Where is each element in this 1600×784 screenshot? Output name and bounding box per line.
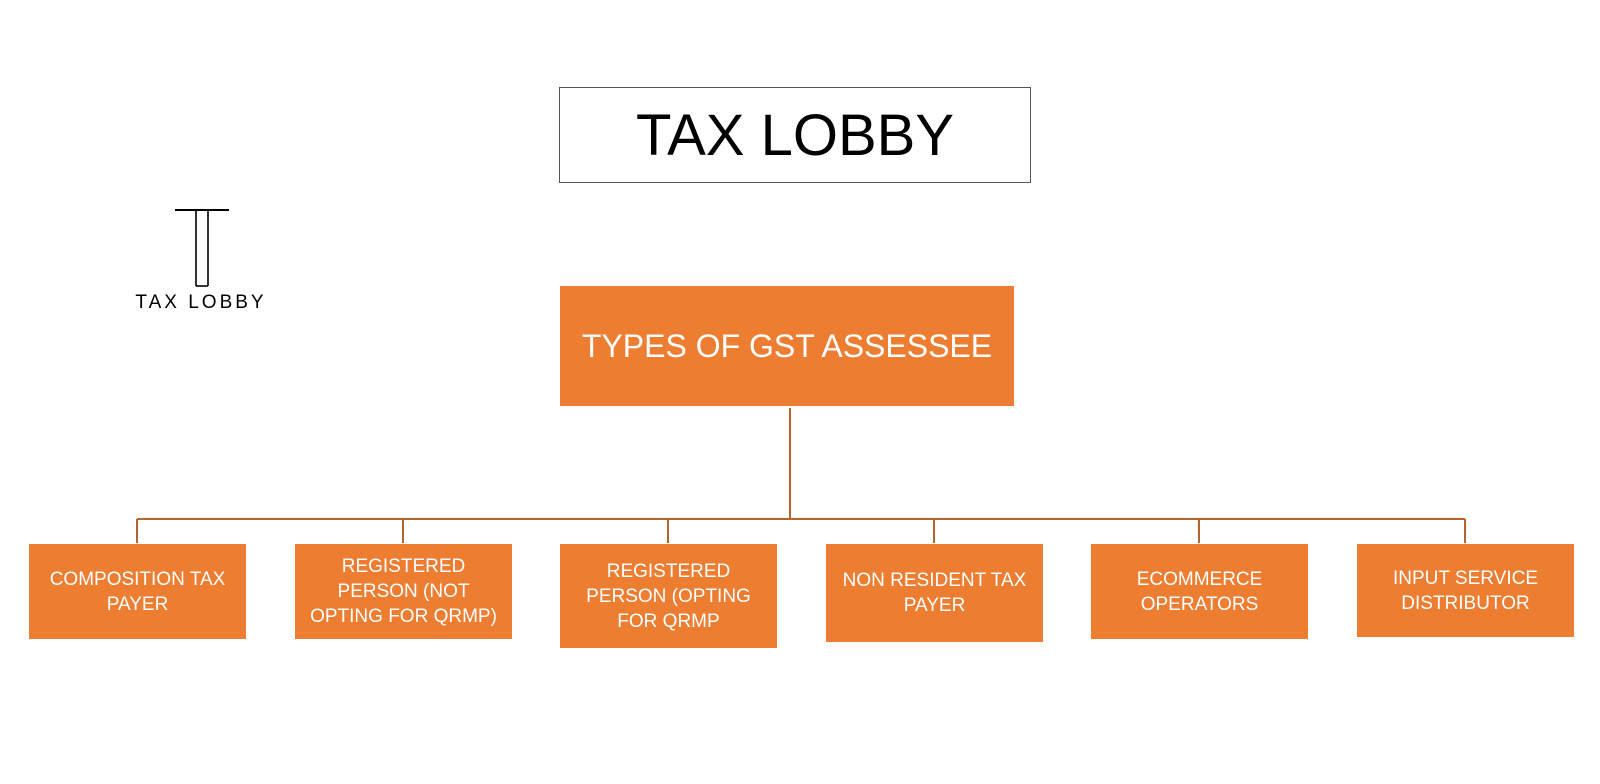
page-title: TAX LOBBY [559,87,1031,183]
t-monogram-icon [175,209,229,287]
logo-text: TAX LOBBY [135,292,267,313]
child-node-non-resident-tax-payer: NON RESIDENT TAX PAYER [826,544,1043,642]
root-node: TYPES OF GST ASSESSEE [560,286,1014,406]
child-node-composition-tax-payer: COMPOSITION TAX PAYER [29,544,246,639]
tax-lobby-logo: TAX LOBBY [128,208,274,318]
child-node-registered-not-qrmp: REGISTERED PERSON (NOT OPTING FOR QRMP) [295,544,512,639]
child-node-input-service-distributor: INPUT SERVICE DISTRIBUTOR [1357,544,1574,637]
child-node-registered-qrmp: REGISTERED PERSON (OPTING FOR QRMP [560,544,777,648]
child-node-ecommerce-operators: ECOMMERCE OPERATORS [1091,544,1308,639]
